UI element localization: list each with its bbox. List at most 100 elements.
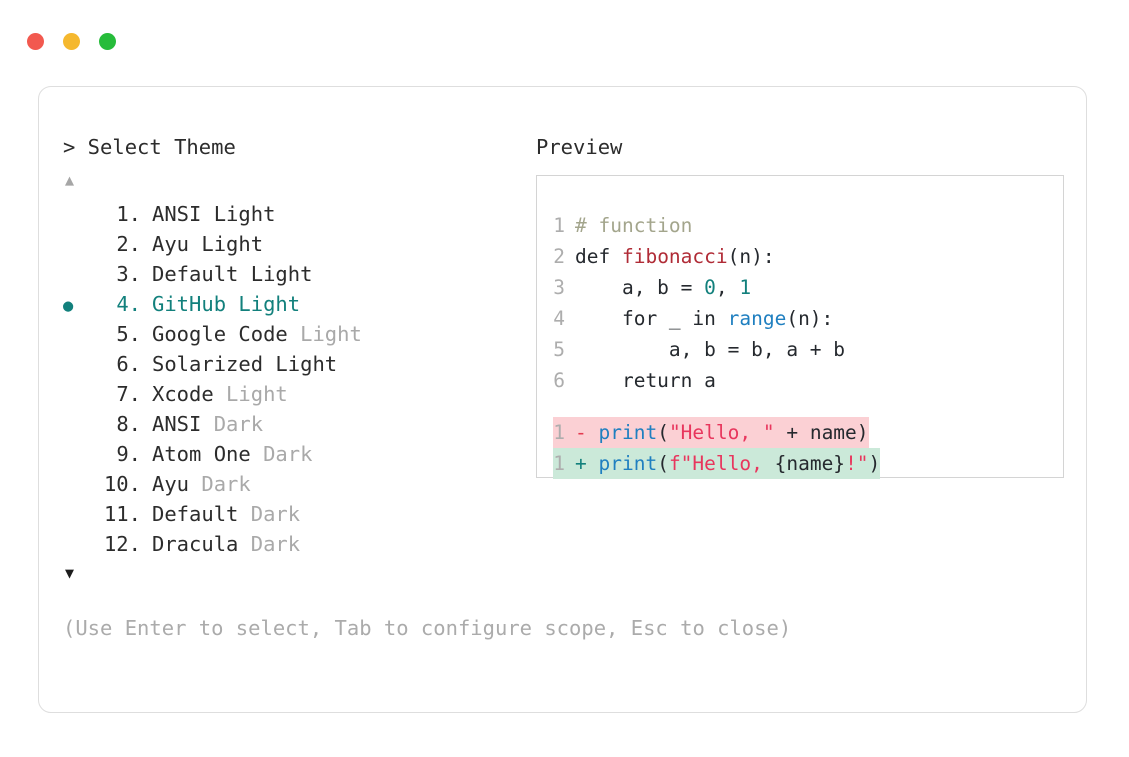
theme-list-item[interactable]: 5. Google Code Light <box>63 319 533 349</box>
line-number: 1 <box>553 214 565 237</box>
theme-list-item[interactable]: 1. ANSI Light <box>63 199 533 229</box>
code-token: ( <box>657 421 669 444</box>
code-token: ( <box>657 452 669 475</box>
code-blank-line <box>553 396 880 417</box>
theme-item-number: 3. <box>116 262 141 286</box>
theme-item-label: GitHub Light <box>152 292 301 316</box>
theme-item-number: 4. <box>116 292 141 316</box>
code-token: def <box>575 245 622 268</box>
code-token: (n): <box>786 307 834 330</box>
theme-list-item[interactable]: 3. Default Light <box>63 259 533 289</box>
code-token: a, b = b, a + b <box>575 338 846 361</box>
diff-line-add: 1 + print(f"Hello, {name}!") <box>553 448 881 479</box>
line-number: 2 <box>553 245 565 268</box>
selected-bullet-icon: ● <box>63 296 74 316</box>
theme-picker-card: > Select Theme ▲ 1. ANSI Light 2. Ayu Light… <box>38 86 1087 713</box>
code-line: 1 # function <box>553 210 880 241</box>
theme-item-number: 12. <box>103 532 141 556</box>
line-number: 6 <box>553 369 565 392</box>
theme-list: 1. ANSI Light 2. Ayu Light 3. Default Light ● 4… <box>63 199 533 559</box>
theme-item-label: Ayu Light <box>152 232 264 256</box>
theme-item-number: 8. <box>116 412 141 436</box>
code-token: a, b = <box>575 276 705 299</box>
code-token: for _ in <box>575 307 728 330</box>
traffic-light-group <box>27 33 116 50</box>
theme-item-label: Xcode Light <box>152 382 288 406</box>
line-number: 5 <box>553 338 565 361</box>
diff-marker: - <box>575 421 599 444</box>
code-token: (n): <box>727 245 775 268</box>
theme-item-label: ANSI Dark <box>152 412 264 436</box>
line-number: 4 <box>553 307 565 330</box>
theme-item-number: 5. <box>116 322 141 346</box>
theme-item-variant: Light <box>213 382 288 406</box>
code-line: 5 a, b = b, a + b <box>553 334 880 365</box>
code-token: "Hello, " <box>668 421 775 444</box>
diff-highlight: 1 + print(f"Hello, {name}!") <box>553 448 881 479</box>
code-token: range <box>727 307 787 330</box>
theme-list-item[interactable]: 7. Xcode Light <box>63 379 533 409</box>
code-token: print <box>598 421 658 444</box>
line-number: 1 <box>553 452 565 475</box>
theme-item-number: 2. <box>116 232 141 256</box>
code-token: return a <box>575 369 716 392</box>
line-number: 1 <box>553 421 565 444</box>
code-token: f"Hello, <box>668 452 775 475</box>
code-line: 6 return a <box>553 365 880 396</box>
diff-line-del: 1- print("Hello, " + name) <box>553 417 880 448</box>
theme-item-label: Google Code Light <box>152 322 362 346</box>
theme-item-number: 6. <box>116 352 141 376</box>
theme-item-variant: Light <box>287 322 362 346</box>
theme-item-variant: Dark <box>201 412 264 436</box>
theme-list-item[interactable]: 9. Atom One Dark <box>63 439 533 469</box>
scroll-down-icon[interactable]: ▼ <box>65 564 75 582</box>
code-token: ) <box>868 452 881 475</box>
theme-list-item[interactable]: 10. Ayu Dark <box>63 469 533 499</box>
theme-list-item[interactable]: 12. Dracula Dark <box>63 529 533 559</box>
theme-item-number: 7. <box>116 382 141 406</box>
theme-list-item[interactable]: 6. Solarized Light <box>63 349 533 379</box>
code-token: fibonacci <box>621 245 728 268</box>
preview-column: Preview <box>536 134 1066 160</box>
theme-item-variant: Dark <box>189 472 251 496</box>
code-token: + name) <box>774 421 869 444</box>
theme-list-item[interactable]: ● 4. GitHub Light <box>63 289 533 319</box>
theme-item-label: Atom One Dark <box>152 442 313 466</box>
maximize-button-icon[interactable] <box>99 33 116 50</box>
code-token: # function <box>575 214 693 237</box>
theme-item-number: 10. <box>103 472 141 496</box>
page-title: > Select Theme <box>63 135 236 159</box>
theme-list-item[interactable]: 2. Ayu Light <box>63 229 533 259</box>
code-line: 2 def fibonacci(n): <box>553 241 880 272</box>
theme-item-variant: Dark <box>250 442 313 466</box>
scroll-up-icon[interactable]: ▲ <box>65 171 75 189</box>
code-token: , <box>715 276 740 299</box>
code-line: 4 for _ in range(n): <box>553 303 880 334</box>
theme-selector-column: > Select Theme ▲ 1. ANSI Light 2. Ayu Light… <box>63 134 533 583</box>
code-token: print <box>598 452 658 475</box>
theme-item-number: 9. <box>116 442 141 466</box>
code-token: 0 <box>704 276 716 299</box>
theme-item-label: Ayu Dark <box>152 472 251 496</box>
theme-item-label: Default Light <box>152 262 313 286</box>
code-token: 1 <box>739 276 752 299</box>
theme-list-item[interactable]: 8. ANSI Dark <box>63 409 533 439</box>
diff-marker: + <box>575 452 599 475</box>
code-token: {name} <box>774 452 846 475</box>
theme-item-number: 11. <box>103 502 141 526</box>
minimize-button-icon[interactable] <box>63 33 80 50</box>
theme-list-item[interactable]: 11.Default Dark <box>63 499 533 529</box>
code-token: !" <box>845 452 869 475</box>
theme-item-label: ANSI Light <box>152 202 276 226</box>
preview-title: Preview <box>536 135 623 159</box>
close-button-icon[interactable] <box>27 33 44 50</box>
theme-item-variant: Dark <box>238 532 301 556</box>
theme-item-label: Solarized Light <box>152 352 338 376</box>
line-number: 3 <box>553 276 565 299</box>
theme-item-label: Dracula Dark <box>152 532 301 556</box>
theme-item-number: 1. <box>116 202 141 226</box>
window-titlebar <box>0 0 1129 76</box>
keyboard-hint: (Use Enter to select, Tab to configure s… <box>63 616 792 640</box>
